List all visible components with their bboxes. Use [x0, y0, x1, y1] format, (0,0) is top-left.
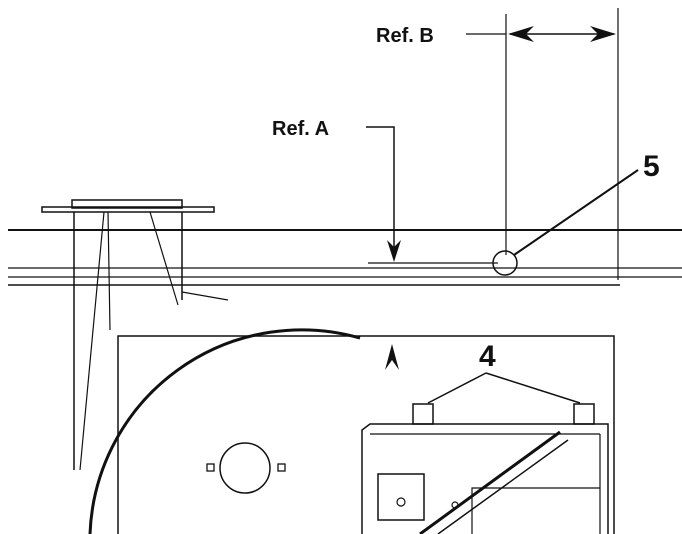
frame-rails — [8, 229, 682, 286]
callout-4-label: 4 — [479, 340, 496, 373]
item-5-leader — [513, 169, 639, 256]
ref-a-leader — [366, 126, 498, 264]
access-port — [206, 442, 286, 494]
item-5-ball — [492, 250, 518, 276]
ref-b-dimension-arrow — [466, 26, 616, 42]
item-4-leaders — [427, 372, 581, 404]
item-4-bolts — [412, 403, 595, 425]
drum-wheel — [88, 328, 361, 534]
ref-a-label: Ref. A — [272, 118, 329, 140]
inner-component — [361, 423, 609, 534]
ref-b-label: Ref. B — [376, 25, 434, 47]
mounting-bracket — [41, 199, 229, 471]
callout-5-label: 5 — [643, 150, 660, 183]
housing-box — [117, 335, 615, 534]
